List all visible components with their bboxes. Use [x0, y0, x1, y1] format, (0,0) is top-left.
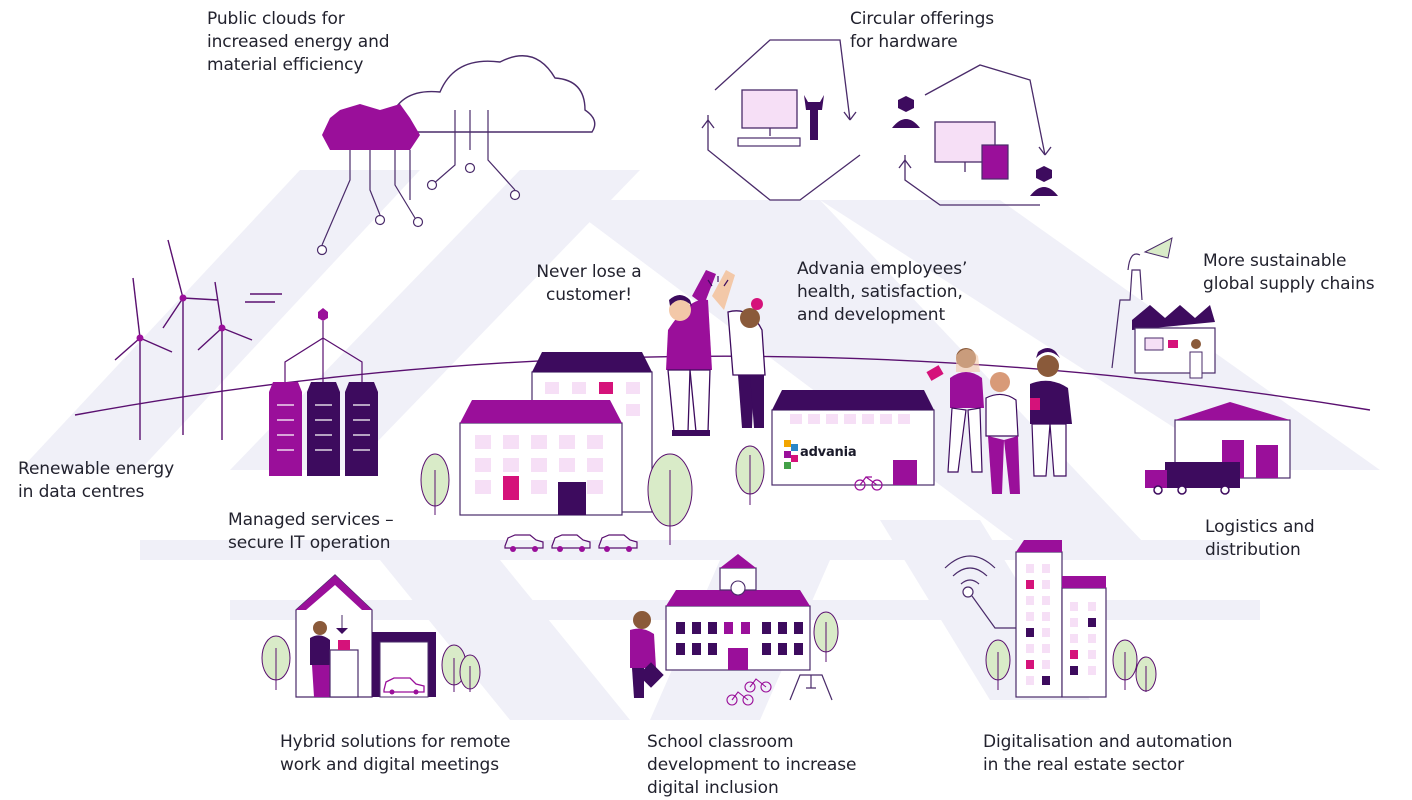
label-public-clouds: Public clouds for increased energy and m… [207, 9, 390, 75]
employees-group [926, 348, 1072, 494]
factory-illustration [1111, 237, 1216, 379]
label-renewable-energy: Renewable energy in data centres [18, 459, 175, 502]
circular-illustration [701, 39, 1058, 206]
school-building [630, 554, 833, 706]
label-circular-offerings: Circular offerings for hardware [850, 9, 995, 52]
advania-office [771, 390, 935, 491]
wind-turbines [114, 239, 282, 440]
label-supply-chains: More sustainable global supply chains [1203, 251, 1375, 294]
label-logistics: Logistics and distribution [1205, 517, 1315, 560]
advania-logo-text: advania [800, 445, 857, 460]
warehouse-truck [1145, 402, 1291, 495]
real-estate-tower [944, 540, 1107, 698]
label-employees: Advania employees’ health, satisfaction,… [797, 259, 968, 325]
horizon-line [74, 355, 1371, 416]
label-school-classroom: School classroom development to increase… [647, 732, 857, 798]
home-office [295, 574, 436, 698]
trees [261, 445, 1157, 692]
label-never-lose-customer: Never lose a customer! [536, 262, 642, 305]
label-digitalisation: Digitalisation and automation in the rea… [983, 732, 1233, 775]
office-buildings [459, 352, 653, 552]
label-hybrid-solutions: Hybrid solutions for remote work and dig… [280, 732, 511, 775]
cloud-illustration [316, 55, 596, 256]
advania-logo-mark [784, 440, 798, 469]
server-illustration [269, 308, 378, 476]
label-managed-services: Managed services – secure IT operation [228, 510, 394, 553]
high-five-people [666, 270, 766, 436]
